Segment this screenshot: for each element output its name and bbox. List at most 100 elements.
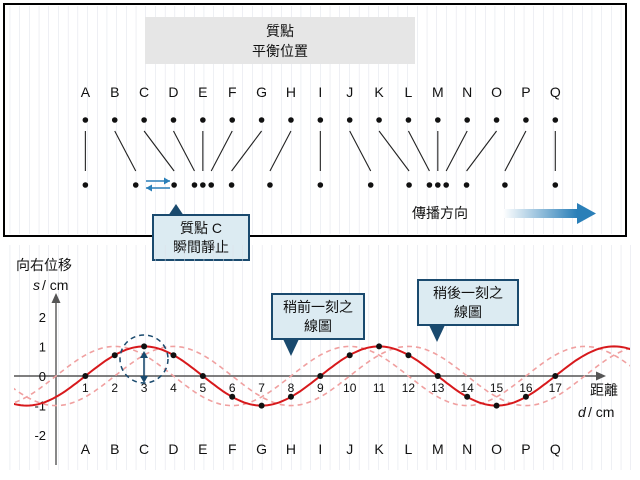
x-tick-label: 17 (549, 381, 563, 395)
equilibrium-dot (405, 117, 412, 123)
propagation-label: 傳播方向 (412, 205, 468, 221)
wave-point (552, 373, 559, 379)
displaced-dot (426, 182, 433, 188)
wave-point (464, 393, 471, 400)
displacement-line (504, 130, 527, 172)
displacement-line (172, 130, 195, 172)
displaced-dot (267, 182, 273, 188)
y-tick-group: 210-1-2 (34, 310, 46, 443)
particle-label-k: K (374, 84, 384, 100)
x-tick-label: 7 (258, 381, 265, 395)
equilibrium-dot (552, 117, 559, 123)
displacement-line (445, 130, 468, 172)
equilibrium-dot (288, 117, 294, 123)
wave-point (405, 352, 412, 359)
x-tick-label: 1 (82, 381, 89, 395)
displaced-dot (208, 182, 215, 188)
equilibrium-dot (229, 117, 236, 123)
displacement-line (231, 130, 263, 172)
callout-after-line2: 線圖 (454, 304, 482, 320)
wave-point (229, 393, 236, 400)
x-tick-label: 16 (519, 381, 533, 395)
particle-label-a: A (81, 84, 91, 100)
x-tick-label: 2 (111, 381, 118, 395)
equilibrium-dot (493, 117, 500, 123)
wave-point (346, 352, 353, 359)
equilibrium-dot (464, 117, 470, 123)
equilibrium-dot (317, 117, 324, 123)
x-tick-label: 12 (402, 381, 416, 395)
displaced-dot (191, 182, 198, 188)
particle-label-q: Q (550, 84, 561, 100)
wave-point (493, 402, 500, 409)
bottom-letter-n: N (462, 441, 472, 457)
callout-before-line1: 稍前一刻之 (283, 299, 353, 315)
x-tick-label: 5 (200, 381, 207, 395)
y-tick-label: -2 (34, 428, 46, 443)
wave-point (170, 352, 177, 359)
equilibrium-dot (200, 117, 206, 123)
y-axis-arrow-icon (51, 293, 61, 303)
equilibrium-dot (346, 117, 353, 123)
displacement-line (407, 130, 430, 172)
wave-point (258, 402, 265, 409)
wave-point (317, 373, 324, 379)
bottom-letter-o: O (491, 441, 502, 457)
particle-label-p: P (521, 84, 530, 100)
particle-label-b: B (110, 84, 119, 100)
x-tick-label: 15 (490, 381, 504, 395)
x-tick-label: 6 (229, 381, 236, 395)
header-line1: 質點 (266, 23, 294, 39)
x-tick-label: 13 (431, 381, 445, 395)
bottom-letter-h: H (286, 441, 296, 457)
wave-point (376, 343, 383, 350)
equilibrium-dot (523, 117, 529, 123)
equilibrium-dot (376, 117, 382, 123)
displacement-line (378, 130, 410, 172)
x-tick-label: 9 (317, 381, 324, 395)
bottom-letter-g: G (256, 441, 267, 457)
x-tick-label: 14 (461, 381, 475, 395)
y-label-unit: / cm (42, 277, 68, 293)
x-axis-arrow-icon (596, 371, 606, 381)
bottom-letter-m: M (432, 441, 444, 457)
displaced-dot (367, 182, 374, 188)
graph-grid (6, 245, 634, 470)
displaced-dot (82, 182, 89, 188)
particle-label-o: O (491, 84, 502, 100)
displaced-dot (435, 182, 441, 188)
callout-before: 稍前一刻之 線圖 (271, 293, 365, 356)
wave-point (199, 373, 206, 379)
bottom-letter-l: L (405, 441, 413, 457)
callout-c-line1: 質點 C (180, 220, 222, 236)
wave-point (111, 352, 118, 359)
particle-label-g: G (256, 84, 267, 100)
y-label-line1: 向右位移 (16, 257, 72, 273)
x-tick-label: 8 (288, 381, 295, 395)
displaced-dot (406, 182, 412, 188)
vertical-arrow-icon (140, 351, 148, 383)
particle-label-j: J (346, 84, 353, 100)
y-tick-label: 2 (39, 310, 46, 325)
displaced-dot (552, 182, 559, 188)
displacement-line (114, 130, 137, 172)
displacement-line (349, 130, 372, 172)
displacement-line (210, 130, 233, 172)
particle-label-e: E (198, 84, 207, 100)
displaced-dot (228, 182, 235, 188)
callout-after: 稍後一刻之 線圖 (417, 279, 519, 342)
particle-label-d: D (168, 84, 178, 100)
particle-label-f: F (228, 84, 237, 100)
particle-label-m: M (432, 84, 444, 100)
bottom-letter-k: K (374, 441, 384, 457)
bottom-letter-q: Q (550, 441, 561, 457)
wave-before-curve (14, 345, 630, 407)
wave-point (141, 343, 148, 350)
y-tick-label: 1 (39, 339, 46, 354)
wave-point (82, 373, 89, 379)
equilibrium-dot (258, 117, 265, 123)
x-tick-label: 10 (343, 381, 357, 395)
